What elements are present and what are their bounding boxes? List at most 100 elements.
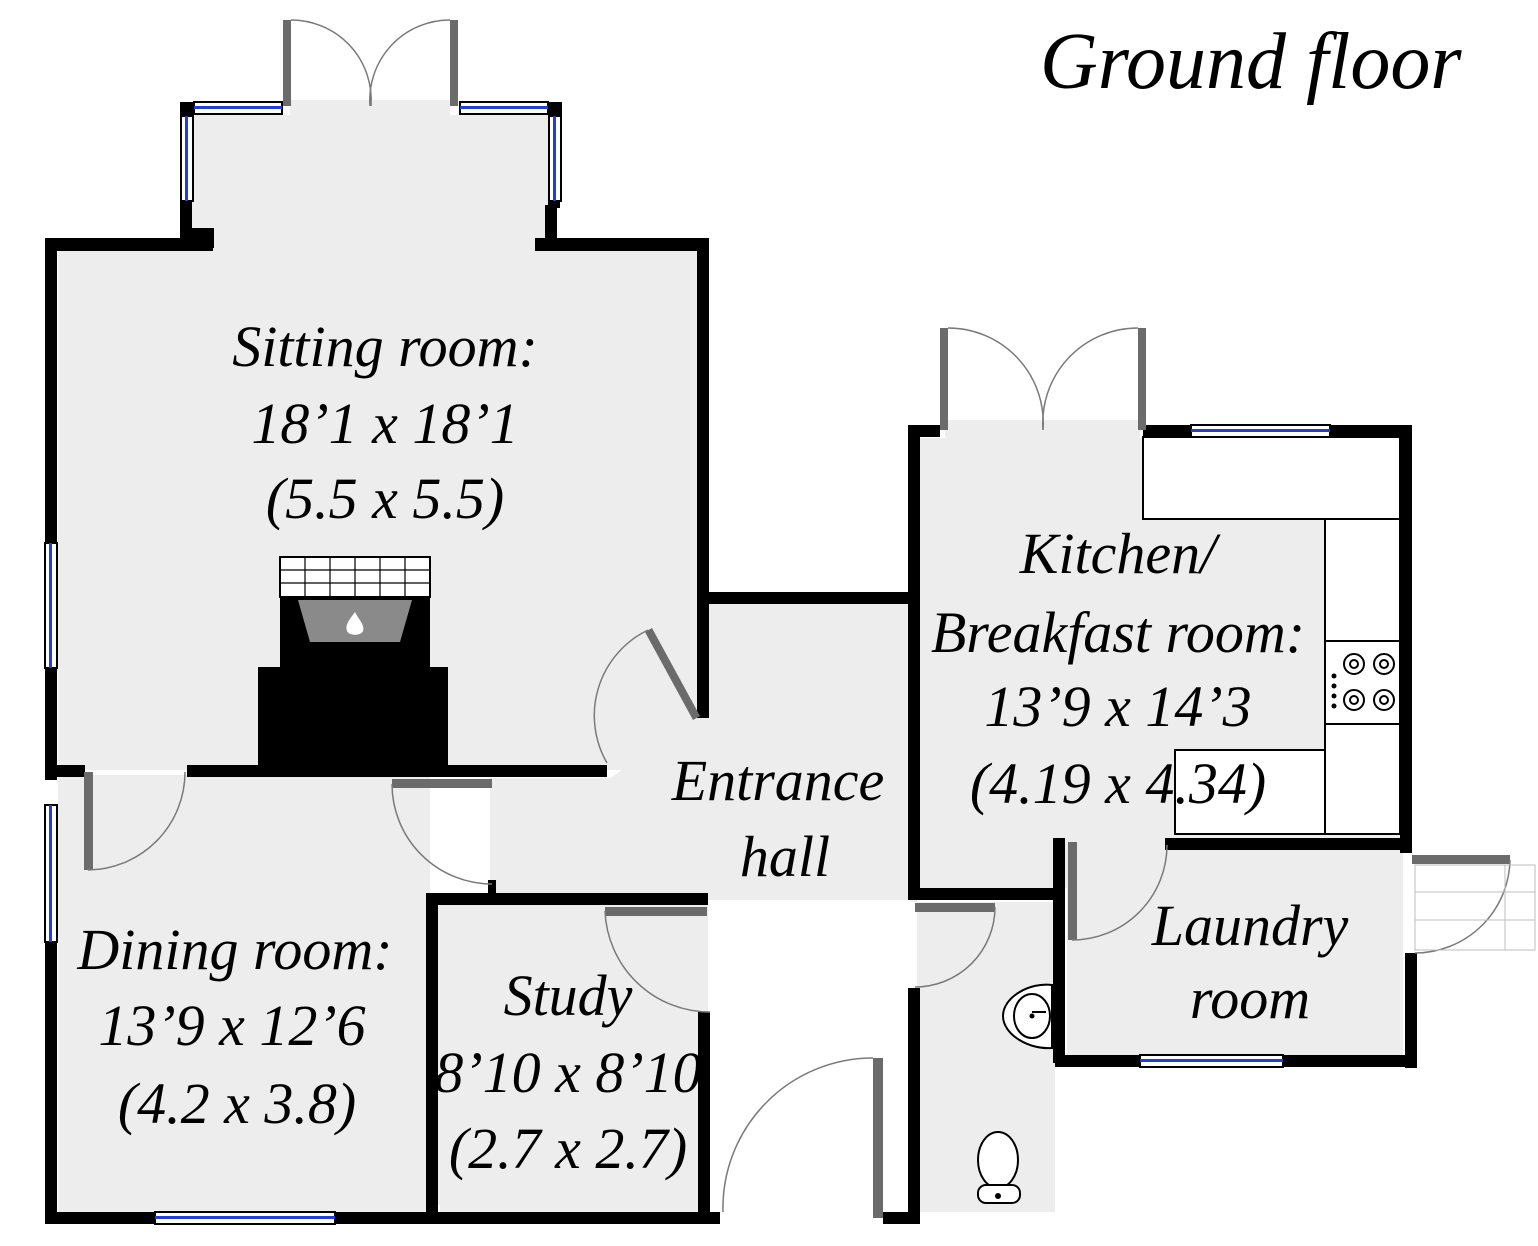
toilet-icon (977, 1131, 1019, 1189)
door-leaf (915, 903, 995, 912)
door-swing (1414, 859, 1511, 954)
window-glass (49, 543, 52, 668)
tile-grid (280, 557, 430, 597)
worktop-lower (1324, 723, 1401, 835)
entrance-hall-name-2: hall (740, 824, 830, 889)
wall (1165, 838, 1412, 850)
wall (908, 888, 1053, 900)
study-size-imperial: 8’10 x 8’10 (434, 1040, 701, 1105)
floor-title: Ground floor (1040, 18, 1462, 106)
door-swing (1041, 327, 1139, 431)
labels: Ground floor Sitting room: 18’1 x 18’1 (… (76, 18, 1462, 1181)
wall (1330, 425, 1412, 437)
french-door-leaf (1138, 328, 1146, 430)
french-door-leaf (283, 20, 291, 106)
sitting-room-size-imperial: 18’1 x 18’1 (251, 391, 518, 456)
sitting-room-floor (58, 115, 697, 770)
study-name: Study (504, 963, 633, 1028)
knob-icon (1331, 673, 1337, 679)
burner-icon (1343, 653, 1365, 675)
window-glass (1191, 429, 1330, 432)
door-swing (593, 629, 649, 764)
doors (84, 19, 1536, 1218)
door-swing (87, 771, 186, 871)
wall (187, 765, 607, 777)
outside-step (1414, 864, 1536, 951)
sitting-room-name: Sitting room: (232, 314, 538, 379)
door-leaf (1068, 842, 1077, 940)
wall (908, 988, 920, 1220)
wall (45, 668, 57, 780)
fireplace (258, 556, 448, 767)
hob (1324, 640, 1401, 725)
wall (697, 238, 709, 718)
door-leaf (645, 628, 700, 720)
basin-drain (1029, 1013, 1035, 1019)
wall (488, 880, 496, 900)
wall (45, 765, 85, 777)
burner-icon (1373, 689, 1395, 711)
wall (45, 238, 57, 543)
hob-burners (1343, 653, 1395, 711)
kitchen-size-metric: (4.19 x 4.34) (970, 751, 1266, 816)
french-door-leaf (940, 328, 948, 430)
wall (548, 102, 562, 116)
entrance-hall-name: Entrance (671, 748, 885, 813)
wall (180, 228, 214, 248)
door-leaf (605, 907, 707, 916)
knob-icon (1331, 703, 1337, 709)
wall (1143, 425, 1191, 437)
wall (908, 425, 940, 437)
door-leaf (84, 772, 93, 870)
door-swing (722, 1057, 874, 1213)
door-swing (914, 906, 996, 988)
study-floor (438, 905, 700, 1205)
french-door-leaf (450, 20, 458, 106)
step (1414, 864, 1536, 951)
kitchen-name: Kitchen/ (1019, 521, 1221, 586)
wall (707, 592, 920, 604)
window-glass (1140, 1059, 1283, 1062)
wall (1283, 1055, 1417, 1067)
wall (1055, 1055, 1140, 1067)
door-swing (604, 910, 711, 1013)
wall (45, 238, 213, 251)
door-leaf (1412, 855, 1510, 864)
wall (426, 893, 708, 905)
wall (335, 1212, 720, 1224)
wall (45, 942, 57, 1224)
door-swing (391, 783, 493, 885)
window-glass (553, 116, 556, 201)
burner-icon (1379, 659, 1389, 669)
kitchen-size-imperial: 13’9 x 14’3 (984, 674, 1251, 739)
door-leaf (392, 779, 492, 788)
toilet-flush (995, 1193, 1001, 1199)
laundry-floor (1067, 850, 1403, 1055)
window-glass (185, 116, 188, 201)
door-swing (947, 327, 1045, 431)
window-glass (460, 106, 548, 109)
laundry-room-name-2: room (1190, 966, 1310, 1031)
worktop-right (1324, 518, 1401, 642)
worktop-corner (1174, 749, 1326, 835)
dining-room-size-metric: (4.2 x 3.8) (118, 1071, 356, 1136)
door-swing (1071, 844, 1168, 941)
window-glass (155, 1216, 335, 1219)
bay-door-threshold (290, 100, 450, 120)
dining-room-floor (58, 775, 430, 1212)
burner-icon (1379, 695, 1389, 705)
wall (1053, 838, 1065, 1063)
dining-room-name: Dining room: (76, 917, 392, 982)
window-glass (49, 805, 52, 942)
wall (698, 1012, 710, 1222)
wall (1400, 425, 1412, 853)
worktop-top (1142, 436, 1401, 520)
windows (44, 101, 1331, 1225)
knob-icon (1331, 693, 1337, 699)
kitchen-name-2: Breakfast room: (931, 600, 1305, 665)
burner-icon (1349, 695, 1359, 705)
burner-icon (1349, 659, 1359, 669)
burner-icon (1373, 653, 1395, 675)
burner-icon (1343, 689, 1365, 711)
